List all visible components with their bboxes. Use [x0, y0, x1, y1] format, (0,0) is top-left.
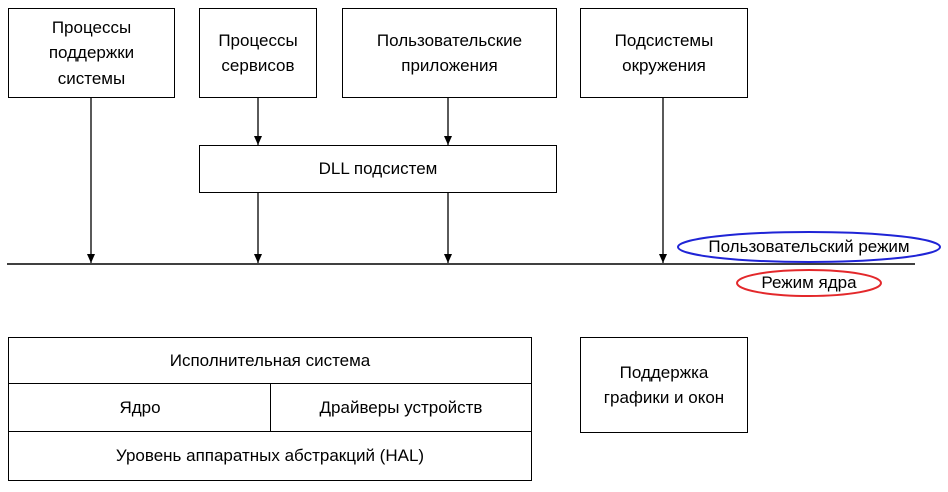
device-drivers-box: Драйверы устройств [270, 383, 532, 433]
user-mode-label: Пользовательский режим [680, 232, 938, 262]
windowing-line-2: графики и окон [603, 388, 725, 407]
kernel-mode-label-text: Режим ядра [761, 273, 857, 292]
hal-label: Уровень аппаратных абстракций (HAL) [115, 446, 425, 466]
user-apps-line-2: приложения [401, 56, 498, 75]
executive-box: Исполнительная система [8, 337, 532, 385]
services-line-1: Процессы [218, 30, 298, 50]
windowing-line-1: Поддержка [619, 362, 709, 382]
kernel-mode-ring [736, 269, 882, 297]
system-support-line-1: Процессы [51, 17, 132, 37]
user-applications-box: Пользовательские приложения [342, 8, 557, 98]
executive-label: Исполнительная система [169, 351, 371, 371]
system-support-processes-box: Процессы поддержки системы [8, 8, 175, 98]
env-subsystems-line-1: Подсистемы [614, 30, 714, 50]
windowing-graphics-box: Поддержка графики и окон [580, 337, 748, 433]
user-mode-label-text: Пользовательский режим [708, 237, 910, 256]
subsystem-dll-box: DLL подсистем [199, 145, 557, 193]
subsystem-dll-label: DLL подсистем [318, 159, 438, 179]
kernel-mode-label: Режим ядра [738, 270, 880, 296]
hal-box: Уровень аппаратных абстракций (HAL) [8, 431, 532, 481]
env-subsystems-line-2: окружения [622, 56, 706, 75]
user-mode-ring [677, 231, 941, 263]
kernel-box: Ядро [8, 383, 272, 433]
services-line-2: сервисов [221, 56, 295, 75]
kernel-label: Ядро [119, 398, 161, 418]
environment-subsystems-box: Подсистемы окружения [580, 8, 748, 98]
service-processes-box: Процессы сервисов [199, 8, 317, 98]
device-drivers-label: Драйверы устройств [319, 398, 483, 418]
system-support-line-3: системы [57, 68, 126, 88]
system-support-line-2: поддержки [48, 43, 135, 63]
user-apps-line-1: Пользовательские [376, 30, 523, 50]
